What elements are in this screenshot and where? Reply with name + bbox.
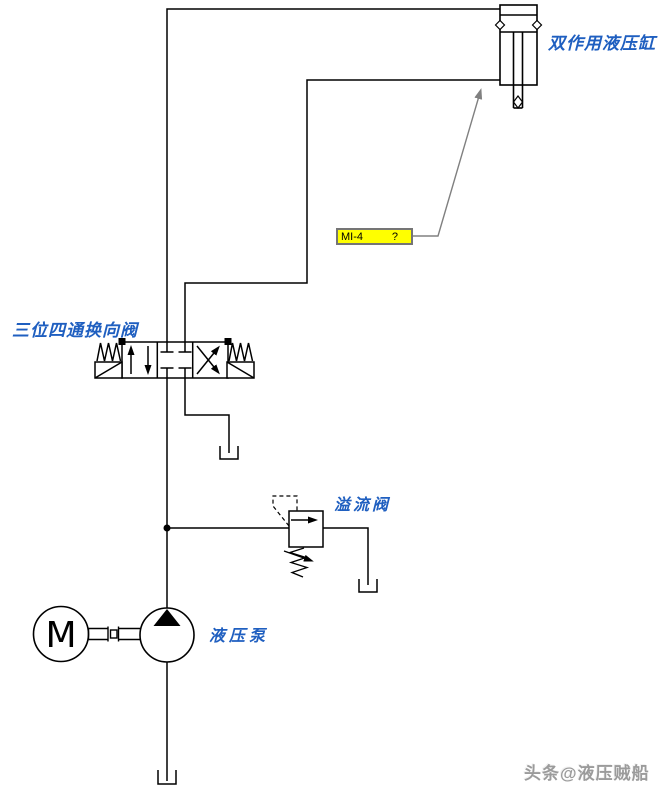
valve-right-arrow-cross1 (196, 345, 220, 375)
rod-tip-connector-diamond (512, 95, 524, 109)
mi4-callout-code: MI-4 (341, 230, 363, 243)
valve-corner-node-left (118, 338, 126, 345)
tank-symbol-valve-return (219, 446, 239, 460)
valve-corner-node-right (224, 338, 232, 345)
solenoid-diagonal-left (94, 361, 123, 379)
valve-body (121, 341, 229, 379)
pump-label: 液压泵 (209, 628, 270, 645)
relief-valve-label: 溢流阀 (334, 497, 392, 514)
tank-symbols (157, 446, 378, 785)
cylinder-label: 双作用液压缸 (548, 34, 656, 53)
callout-leader-arrow (413, 88, 483, 237)
spring-left (96, 342, 122, 362)
junction-node (163, 524, 171, 532)
valve-center-blocked-ports (160, 342, 192, 378)
relief-spring (287, 547, 310, 578)
watermark-text: 头条@液压贼船 (524, 764, 650, 783)
valve-right-arrow-cross2 (196, 345, 220, 375)
mi4-callout-box[interactable]: MI-4 ? (336, 228, 413, 245)
pump-circle (139, 607, 195, 663)
cylinder-body (499, 4, 538, 86)
pump-flow-triangle (153, 609, 181, 626)
pipe-valve-to-cylinder-rod (184, 79, 500, 342)
pipe-relief-to-tank (323, 527, 369, 585)
tank-symbol-relief-return (358, 579, 378, 593)
relief-spring-adjust-arrow (283, 550, 314, 562)
solenoid-diagonal-right (226, 361, 255, 379)
directional-valve-symbol (94, 338, 255, 379)
pump-symbol (139, 607, 195, 663)
port-connector-diamond-right (531, 19, 543, 31)
spring-right (228, 342, 254, 362)
motor-symbol: M (32, 605, 90, 663)
directional-valve-label: 三位四通换向阀 (12, 321, 138, 340)
relief-body (288, 510, 324, 548)
relief-pilot-line-dashed (272, 495, 298, 527)
port-connector-diamond-left (494, 19, 506, 31)
mi4-callout-question: ? (391, 230, 398, 243)
drive-shaft (87, 626, 140, 642)
tank-symbol-pump-suction (157, 770, 177, 785)
motor-letter: M (45, 615, 76, 656)
pipe-tank-return (184, 378, 230, 453)
pipe-valve-to-cylinder-cap (166, 8, 500, 342)
shaft-coupling-box (109, 629, 118, 639)
cylinder-symbol (494, 4, 543, 109)
pipe-network (166, 8, 500, 781)
relief-valve-symbol (272, 495, 324, 578)
